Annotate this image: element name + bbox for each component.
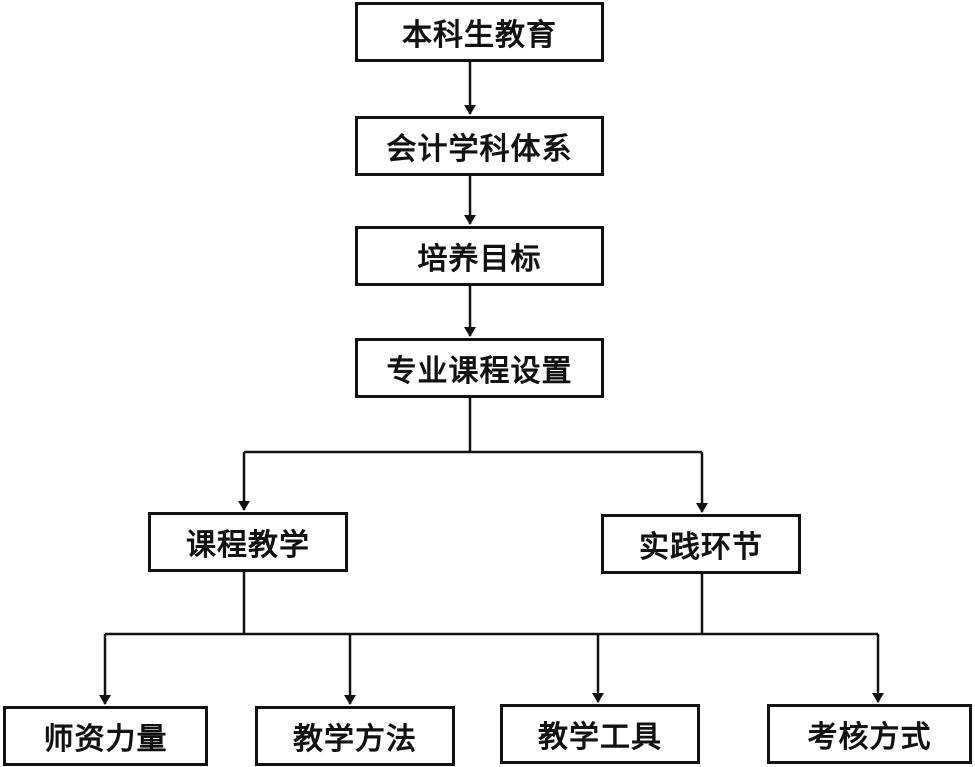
node-label: 专业课程设置 — [386, 354, 573, 389]
node-label: 培养目标 — [417, 242, 542, 277]
node-label: 会计学科体系 — [386, 132, 573, 167]
node-course-setup: 专业课程设置 — [355, 338, 604, 398]
node-training-goal: 培养目标 — [355, 226, 604, 286]
node-label: 教学工具 — [538, 720, 662, 755]
node-teaching-method: 教学方法 — [255, 706, 455, 766]
node-undergraduate-education: 本科生教育 — [355, 2, 604, 62]
node-label: 实践环节 — [639, 530, 763, 565]
node-accounting-discipline-system: 会计学科体系 — [355, 116, 604, 176]
node-assessment-method: 考核方式 — [767, 704, 972, 764]
node-teaching-tools: 教学工具 — [500, 704, 700, 764]
node-label: 本科生教育 — [402, 18, 557, 53]
node-label: 教学方法 — [293, 722, 417, 757]
node-practice: 实践环节 — [601, 514, 801, 574]
node-label: 师资力量 — [43, 722, 168, 757]
node-course-teaching: 课程教学 — [148, 512, 348, 572]
node-label: 考核方式 — [807, 720, 932, 755]
node-faculty: 师资力量 — [3, 706, 208, 766]
node-label: 课程教学 — [186, 528, 310, 563]
